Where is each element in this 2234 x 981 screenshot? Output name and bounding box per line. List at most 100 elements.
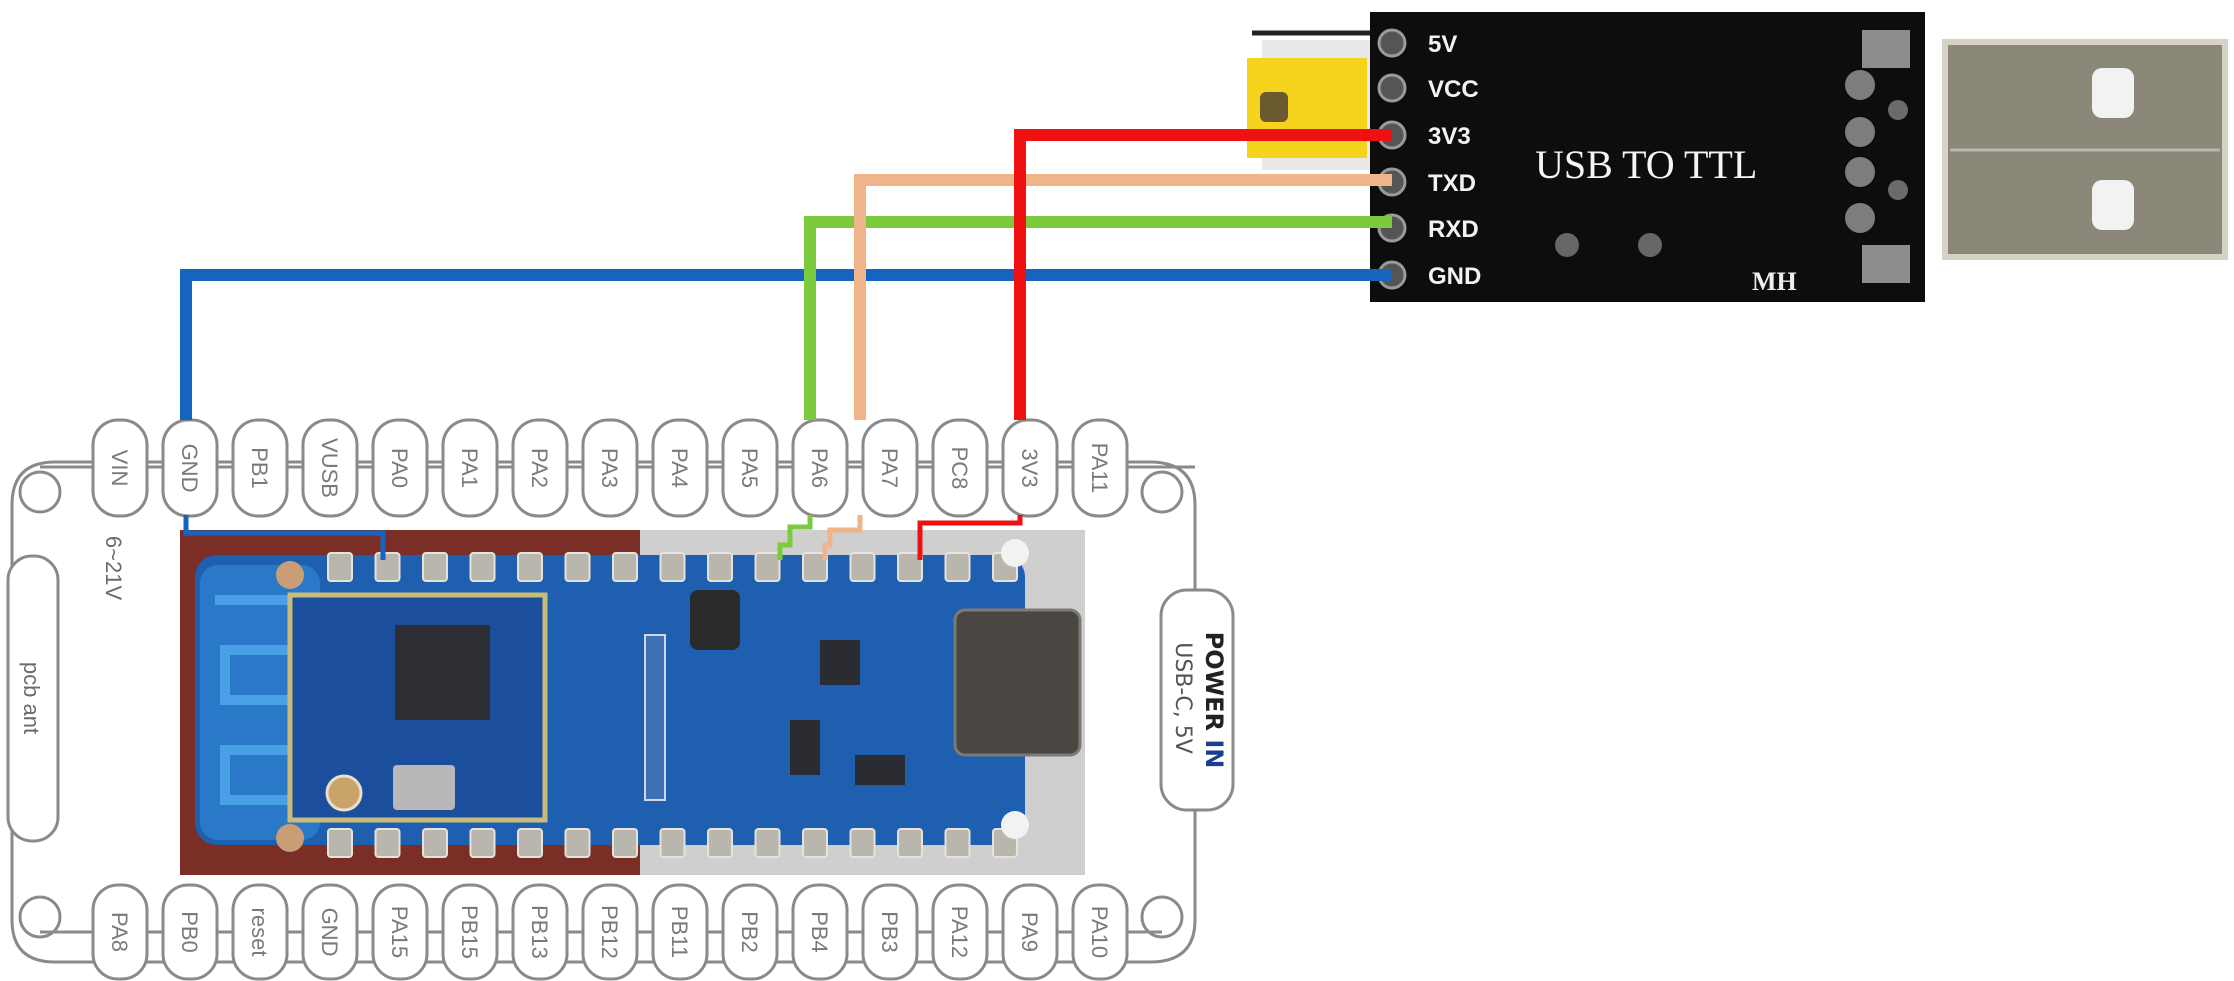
ttl-title: USB TO TTL <box>1535 142 1757 187</box>
ttl-maker-mark: MH <box>1752 267 1797 296</box>
gnd-wire-onboard-trace <box>183 515 386 560</box>
pcb-top-pads <box>327 552 1018 582</box>
tactile-button <box>690 590 740 650</box>
pin-label: PA8 <box>107 912 132 952</box>
diode <box>855 755 905 785</box>
ttl-usb-pads <box>1845 30 1910 283</box>
3v3-wire <box>1014 129 1392 420</box>
pin-pad <box>861 883 919 981</box>
mosfet-chip <box>790 720 820 775</box>
ttl-pin-label: TXD <box>1428 170 1476 197</box>
board-pin: VIN <box>91 418 149 518</box>
pcb-pad <box>612 828 638 858</box>
pcb-pad <box>422 828 448 858</box>
board-pin: PA15 <box>371 883 429 981</box>
pcb-bottom-pads <box>327 828 1018 858</box>
board-pin: PA7 <box>861 418 919 518</box>
pin-pad <box>91 418 149 518</box>
board-pin: GND <box>161 418 219 518</box>
mounting-hole-top-right <box>1140 470 1184 514</box>
mounting-hole-bottom-right <box>1140 895 1184 939</box>
wire-group <box>180 129 1392 560</box>
ttl-via-2 <box>1638 233 1662 257</box>
board-pin: PB1 <box>231 418 289 518</box>
jumper-cap-window <box>1260 92 1288 122</box>
pin-label: PB11 <box>667 906 692 958</box>
pin-label: VUSB <box>317 438 342 498</box>
board-pin: PA11 <box>1071 418 1129 518</box>
pcb-pad <box>754 828 781 858</box>
board-pin: PA3 <box>581 418 639 518</box>
pcb-pad <box>802 552 828 582</box>
pin-label: PB0 <box>177 911 202 953</box>
3v3-wire-onboard-trace <box>917 515 1023 560</box>
power-in-box <box>1159 588 1235 812</box>
pin-label: PA12 <box>947 906 972 958</box>
mounting-hole-bottom-left <box>18 895 62 939</box>
ttl-pin-rxd: RXD <box>1377 213 1479 243</box>
pcb-antenna-label: pcb ant <box>19 662 44 734</box>
ttl-pin-3v3: 3V3 <box>1377 120 1471 150</box>
pin-label: PA3 <box>597 448 622 488</box>
board-pin: PA6 <box>791 418 849 518</box>
board-pin: VUSB <box>301 418 359 518</box>
pcb-pad <box>802 828 828 858</box>
ttl-pin-label: GND <box>1428 263 1481 290</box>
board-pin: PB12 <box>581 883 639 981</box>
pcb-pad <box>659 828 686 858</box>
pin-label: PB12 <box>597 905 622 959</box>
pcb-photo <box>180 530 1085 875</box>
pin-label: PA10 <box>1087 906 1112 958</box>
pcb-pad <box>517 552 543 582</box>
board-pin: PB3 <box>861 883 919 981</box>
pcb-pad <box>849 828 876 858</box>
pin-pad <box>91 883 149 981</box>
pin-label: PB1 <box>247 447 272 489</box>
ttl-pin-5v: 5V <box>1377 28 1457 58</box>
pin-label: PA0 <box>387 448 412 488</box>
board-pin: PA9 <box>1001 883 1059 981</box>
board-pin: PB2 <box>721 883 779 981</box>
usb-plug-slot-bottom <box>2092 180 2134 230</box>
usb-plug-slot-top <box>2092 68 2134 118</box>
power-in-subtitle: USB-C, 5V <box>1170 642 1195 754</box>
pcb-hole-br <box>1001 811 1029 839</box>
pcb-pad <box>422 552 448 582</box>
pin-label: PA5 <box>737 448 762 488</box>
pin-pad <box>721 883 779 981</box>
pcb-pad <box>944 828 971 858</box>
board-pin: PA2 <box>511 418 569 518</box>
pin-pad <box>651 883 709 981</box>
board-pin: PA10 <box>1071 883 1129 981</box>
board-pin: PB0 <box>161 883 219 981</box>
pcb-pad <box>897 828 923 858</box>
pin-label: PB15 <box>457 905 482 959</box>
board-pin: PC8 <box>931 418 989 518</box>
ttl-via-1 <box>1555 233 1579 257</box>
pcb-pad <box>517 828 543 858</box>
pin-pad <box>651 418 709 518</box>
board-pin: PB13 <box>511 883 569 981</box>
u-fl-connector <box>325 774 363 812</box>
pin-pad <box>511 418 569 518</box>
crystal <box>393 765 455 810</box>
pin-label: PB4 <box>807 911 832 953</box>
pcb-pad <box>564 828 591 858</box>
pin-pad <box>371 883 429 981</box>
power-in-title: POWER IN <box>1200 632 1228 769</box>
pin-pad <box>231 883 289 981</box>
pcb-hole-bl <box>276 824 304 852</box>
pin-pad <box>931 883 989 981</box>
pin-label: PA9 <box>1017 912 1042 952</box>
pcb-pad <box>374 828 401 858</box>
ttl-pin-label: 5V <box>1428 31 1457 58</box>
board-pin: PA5 <box>721 418 779 518</box>
pin-label: 3V3 <box>1017 448 1042 487</box>
pin-label: PA7 <box>877 448 902 488</box>
pcb-pad <box>469 552 496 582</box>
